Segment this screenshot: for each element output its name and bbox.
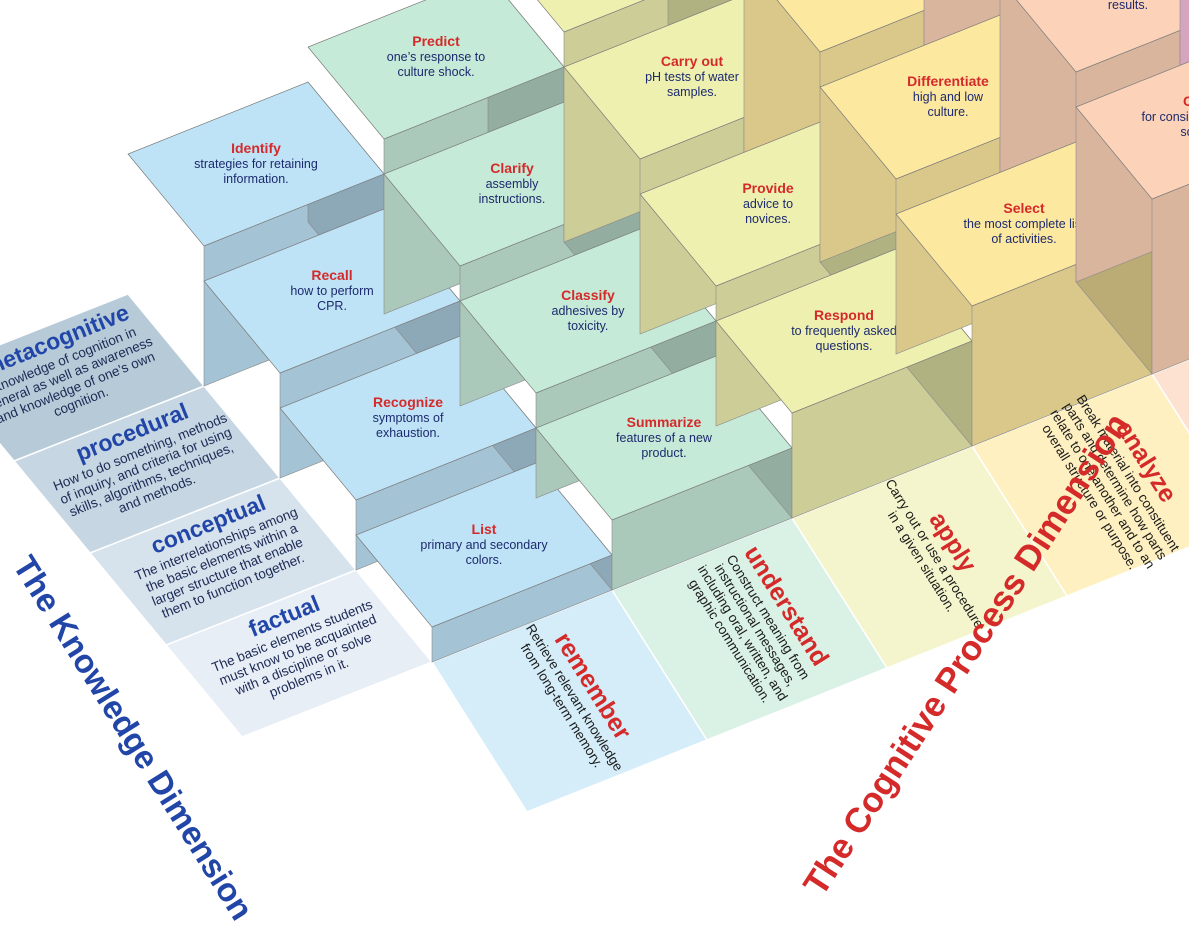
block-top — [1075, 61, 1189, 200]
knowledge-strip — [0, 293, 206, 462]
cell-verb: Check — [1183, 93, 1189, 109]
cell-desc: features of a new — [616, 431, 713, 445]
cell-desc: for consistency among — [1141, 110, 1189, 124]
cell-desc: assembly — [486, 177, 540, 191]
cell-verb: Provide — [742, 180, 794, 196]
cell-verb: Clarify — [490, 160, 534, 176]
cell-desc: questions. — [816, 339, 873, 353]
cell-verb: Differentiate — [907, 73, 989, 89]
cell-desc: the most complete list — [964, 217, 1085, 231]
cell-verb: Carry out — [661, 53, 724, 69]
cell-desc: results. — [1108, 0, 1148, 12]
block-side — [1151, 183, 1189, 375]
cell-desc: culture. — [928, 105, 969, 119]
cell-desc: pH tests of water — [645, 70, 739, 84]
cell-desc: product. — [641, 446, 686, 460]
cell-desc: primary and secondary — [420, 538, 548, 552]
knowledge-dimension-base — [0, 293, 434, 738]
cell-verb: Identify — [231, 140, 281, 156]
cell-verb: List — [472, 521, 497, 537]
cell-desc: strategies for retaining — [194, 157, 318, 171]
cell-desc: how to perform — [290, 284, 373, 298]
block-check: Checkfor consistency amongsources. — [1075, 61, 1189, 375]
cell-desc: culture shock. — [397, 65, 474, 79]
block-top — [1016, 0, 1189, 73]
cell-desc: colors. — [466, 553, 503, 567]
cell-desc: instructions. — [479, 192, 546, 206]
cell-verb: Select — [1003, 200, 1045, 216]
cell-verb: Respond — [814, 307, 874, 323]
cell-desc: sources. — [1180, 125, 1189, 139]
block-top — [307, 0, 565, 140]
cell-verb: Classify — [561, 287, 615, 303]
cell-verb: Recognize — [373, 394, 443, 410]
cognitive-strip-evaluate — [1150, 358, 1189, 434]
cell-desc: information. — [223, 172, 288, 186]
cell-desc: CPR. — [317, 299, 347, 313]
cell-desc: advice to — [743, 197, 793, 211]
cell-desc: high and low — [913, 90, 984, 104]
block-top — [537, 0, 645, 33]
cell-desc: novices. — [745, 212, 791, 226]
cell-desc: of activities. — [991, 232, 1056, 246]
cell-verb: Recall — [311, 267, 352, 283]
cell-verb: Summarize — [627, 414, 702, 430]
cell-desc: exhaustion. — [376, 426, 440, 440]
cell-desc: to frequently asked — [791, 324, 897, 338]
cell-desc: adhesives by — [552, 304, 626, 318]
cell-desc: one’s response to — [387, 50, 485, 64]
block-top — [127, 81, 385, 247]
cell-verb: Predict — [412, 33, 460, 49]
cell-desc: toxicity. — [568, 319, 609, 333]
cell-desc: samples. — [667, 85, 717, 99]
cell-desc: symptoms of — [373, 411, 444, 425]
